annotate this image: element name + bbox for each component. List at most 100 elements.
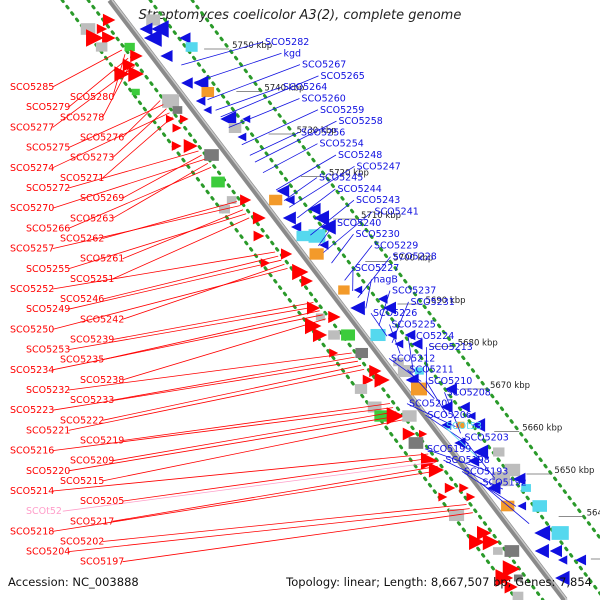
reverse-gene-arrow (139, 22, 153, 36)
forward-gene-arrow (252, 211, 266, 225)
forward-gene-arrow (495, 569, 514, 587)
gene-label-left: SCO5232 (26, 385, 70, 396)
gene-label-left: SCOt52 (26, 506, 62, 517)
forward-gene-arrow (386, 407, 405, 425)
gene-label-right: SCO5226 (373, 308, 417, 319)
gene-label-left: SCO5279 (26, 102, 70, 113)
sequence-axis-highlight (111, 0, 568, 600)
forward-gene-arrow (374, 372, 390, 388)
gene-label-left: SCO5216 (10, 446, 54, 457)
forward-gene-arrow (102, 13, 116, 27)
gene-label-left: SCO5249 (26, 304, 70, 315)
gene-label-right: SCO5224 (410, 331, 454, 342)
feature-dot-tracks (60, 0, 600, 600)
gene-label-left: SCO5204 (26, 547, 70, 558)
leader-line-right (407, 369, 435, 399)
leader-line-left (122, 512, 473, 563)
gene-label-left: SCO5223 (10, 405, 54, 416)
feature-box (338, 285, 350, 295)
gene-label-left: SCO5238 (80, 375, 124, 386)
reverse-gene-arrow (179, 32, 191, 44)
leader-line-right (378, 290, 391, 326)
reverse-gene-arrow (151, 20, 169, 38)
leader-line-right (283, 177, 318, 201)
leader-line-left (112, 356, 355, 401)
reverse-gene-arrow (308, 202, 321, 216)
leader-line-right (461, 471, 517, 507)
leader-line-right (444, 392, 461, 434)
leader-line-left (112, 53, 126, 98)
reverse-gene-arrow (575, 554, 587, 566)
gene-label-right: SCO5230 (356, 229, 400, 240)
gene-label-left: SCO5270 (10, 203, 54, 214)
feature-box (124, 42, 135, 52)
gene-label-right: SCO5256 (301, 127, 345, 138)
gene-labels: SCO5285SCO5280SCO5279SCO5278SCO5277SCO52… (10, 37, 527, 568)
leader-line-left (62, 461, 435, 512)
forward-gene-arrow (369, 364, 382, 378)
gene-label-left: SCO5263 (70, 213, 114, 224)
leader-line-left (52, 66, 135, 128)
leader-line-right (318, 222, 336, 247)
reverse-gene-arrow (320, 219, 336, 235)
reverse-gene-arrow (471, 418, 486, 432)
leader-line-right (181, 41, 264, 66)
leader-line-right (288, 165, 355, 208)
gene-label-right: SCO5259 (320, 105, 364, 116)
reverse-gene-arrow (555, 570, 570, 586)
leader-line-right (249, 132, 300, 156)
reverse-gene-arrow (459, 401, 470, 413)
reverse-gene-arrow (517, 501, 527, 511)
gene-label-right: SCO5203 (465, 433, 509, 444)
leader-line-left (112, 411, 397, 462)
reverse-gene-arrow (411, 338, 423, 350)
label-leader-lines (52, 41, 530, 563)
gene-label-right: SCO5208 (447, 387, 491, 398)
gene-label-right: kgd (284, 48, 302, 59)
scale-tick-label: 5650 kbp (554, 466, 594, 476)
leader-line-left (122, 457, 432, 502)
feature-track-dots (190, 0, 600, 541)
reverse-gene-arrow (203, 105, 212, 115)
forward-gene-arrow (418, 429, 428, 439)
gene-label-left: SCO5209 (70, 456, 114, 467)
leader-line-left (102, 62, 132, 118)
forward-gene-arrow (362, 374, 374, 386)
feature-box (341, 329, 356, 341)
gene-label-right: SCO5254 (320, 139, 364, 150)
leader-line-right (207, 64, 301, 100)
gene-label-right: SCO5231 (411, 297, 455, 308)
reverse-gene-arrow (404, 329, 416, 341)
reverse-gene-arrow (394, 339, 404, 349)
leader-line-left (52, 112, 170, 169)
leader-line-left (122, 154, 202, 199)
leader-line-right (310, 199, 355, 236)
gene-label-right: SCO5244 (338, 184, 382, 195)
feature-box (397, 365, 413, 377)
gene-label-right: SCO5210 (428, 376, 472, 387)
reverse-gene-arrow (181, 77, 193, 89)
leader-line-left (122, 403, 391, 441)
leader-line-left (52, 453, 429, 492)
scale-tick-label: 5640 kbp (587, 509, 600, 519)
gene-label-right: SCO5248 (338, 150, 382, 161)
leader-line-left (52, 314, 323, 371)
forward-gene-arrow (253, 230, 265, 242)
forward-gene-arrow (260, 258, 271, 268)
feature-box (131, 88, 140, 96)
feature-box (414, 367, 424, 375)
sequence-axis-line (107, 0, 568, 600)
gene-label-left: SCO5271 (60, 173, 104, 184)
leader-line-left (68, 306, 317, 350)
gene-label-right: SCO5241 (375, 207, 419, 218)
leader-line-right (480, 482, 530, 525)
leader-line-right (389, 324, 401, 354)
scale-tick-label: 5670 kbp (490, 381, 530, 391)
scale-tick-label: 5690 kbp (426, 296, 466, 306)
leader-line-left (52, 470, 441, 532)
forward-gene-arrow (438, 492, 448, 502)
gene-label-left: SCO5253 (26, 345, 70, 356)
reverse-gene-arrow (468, 455, 480, 467)
gene-label-right: SCO5237 (392, 286, 436, 297)
